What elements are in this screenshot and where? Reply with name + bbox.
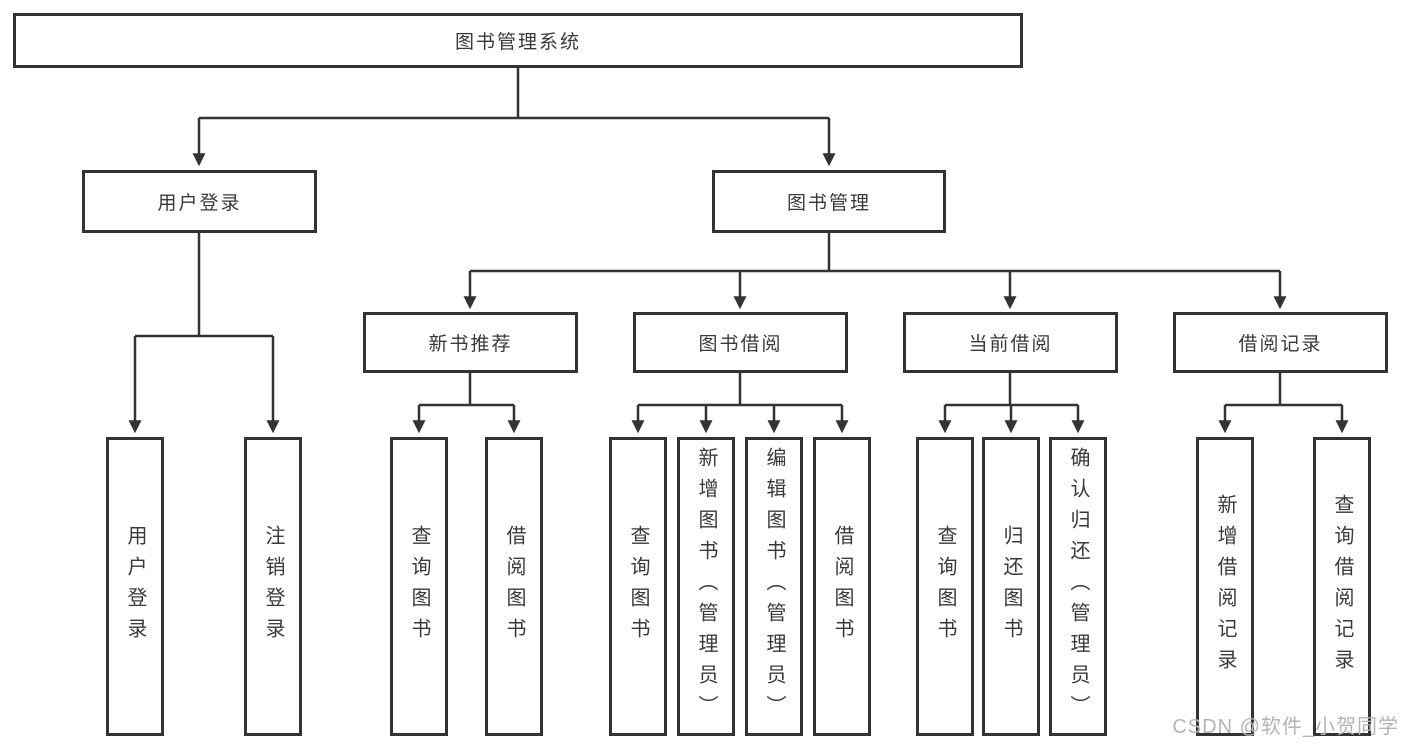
node-book-management: 图书管理 (712, 170, 946, 233)
node-new-book-recommend: 新书推荐 (363, 312, 578, 373)
node-borrowing-records: 借阅记录 (1173, 312, 1388, 373)
leaf-borrow-query-book: 查询图书 (609, 437, 667, 736)
leaf-records-query-record: 查询借阅记录 (1313, 437, 1371, 736)
node-current-borrowing: 当前借阅 (903, 312, 1118, 373)
leaf-borrow-borrow-book: 借阅图书 (813, 437, 871, 736)
leaf-recommend-query-book: 查询图书 (390, 437, 448, 736)
leaf-records-add-record: 新增借阅记录 (1196, 437, 1254, 736)
leaf-current-confirm-return-admin: 确认归还（管理员） (1049, 437, 1107, 736)
leaf-borrow-add-book-admin: 新增图书（管理员） (677, 437, 735, 736)
node-library-system: 图书管理系统 (13, 13, 1023, 68)
leaf-current-return-book: 归还图书 (982, 437, 1040, 736)
csdn-watermark: CSDN @软件_小贺同学 (1172, 716, 1399, 738)
leaf-recommend-borrow-book: 借阅图书 (485, 437, 543, 736)
leaf-login-logout: 注销登录 (244, 437, 302, 736)
node-book-borrowing: 图书借阅 (633, 312, 848, 373)
leaf-borrow-edit-book-admin: 编辑图书（管理员） (745, 437, 803, 736)
leaf-login-user-login: 用户登录 (106, 437, 164, 736)
node-user-login: 用户登录 (82, 170, 317, 233)
leaf-current-query-book: 查询图书 (916, 437, 974, 736)
